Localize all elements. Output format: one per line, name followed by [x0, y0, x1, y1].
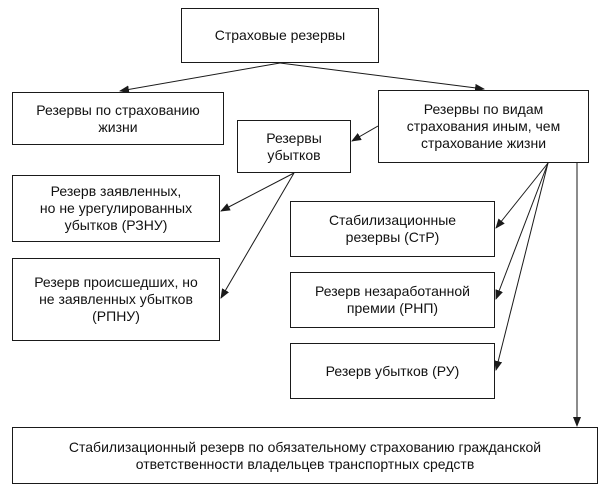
arrow-nonlife-to-rnp [495, 162, 549, 300]
node-life-insurance-reserves: Резервы по страхованию жизни [12, 92, 224, 145]
node-stabilization-reserves: Стабилизационные резервы (СтР) [290, 201, 495, 257]
node-rznu: Резерв заявленных, но не урегулированных… [12, 175, 220, 242]
arrow-loss-reserves-to-rpnu [220, 172, 295, 299]
arrow-nonlife-to-str [495, 162, 549, 229]
arrow-root-to-life [119, 62, 281, 94]
node-insurance-reserves: Страховые резервы [181, 8, 379, 63]
arrow-loss-reserves-to-rznu [220, 172, 295, 212]
arrow-root-to-nonlife [279, 62, 485, 92]
node-rpnu: Резерв происшедших, но не заявленных убы… [12, 258, 220, 341]
arrow-nonlife-to-ru [494, 162, 549, 371]
node-non-life-insurance-reserves: Резервы по видам страхования иным, чем с… [378, 90, 589, 163]
node-osago-stabilization-reserve: Стабилизационный резерв по обязательному… [12, 427, 598, 484]
arrow-nonlife-to-loss-reserves [351, 125, 379, 142]
node-loss-reserve-ru: Резерв убытков (РУ) [290, 343, 495, 399]
node-loss-reserves: Резервы убытков [237, 120, 351, 173]
node-unearned-premium-reserve: Резерв незаработанной премии (РНП) [290, 272, 495, 328]
